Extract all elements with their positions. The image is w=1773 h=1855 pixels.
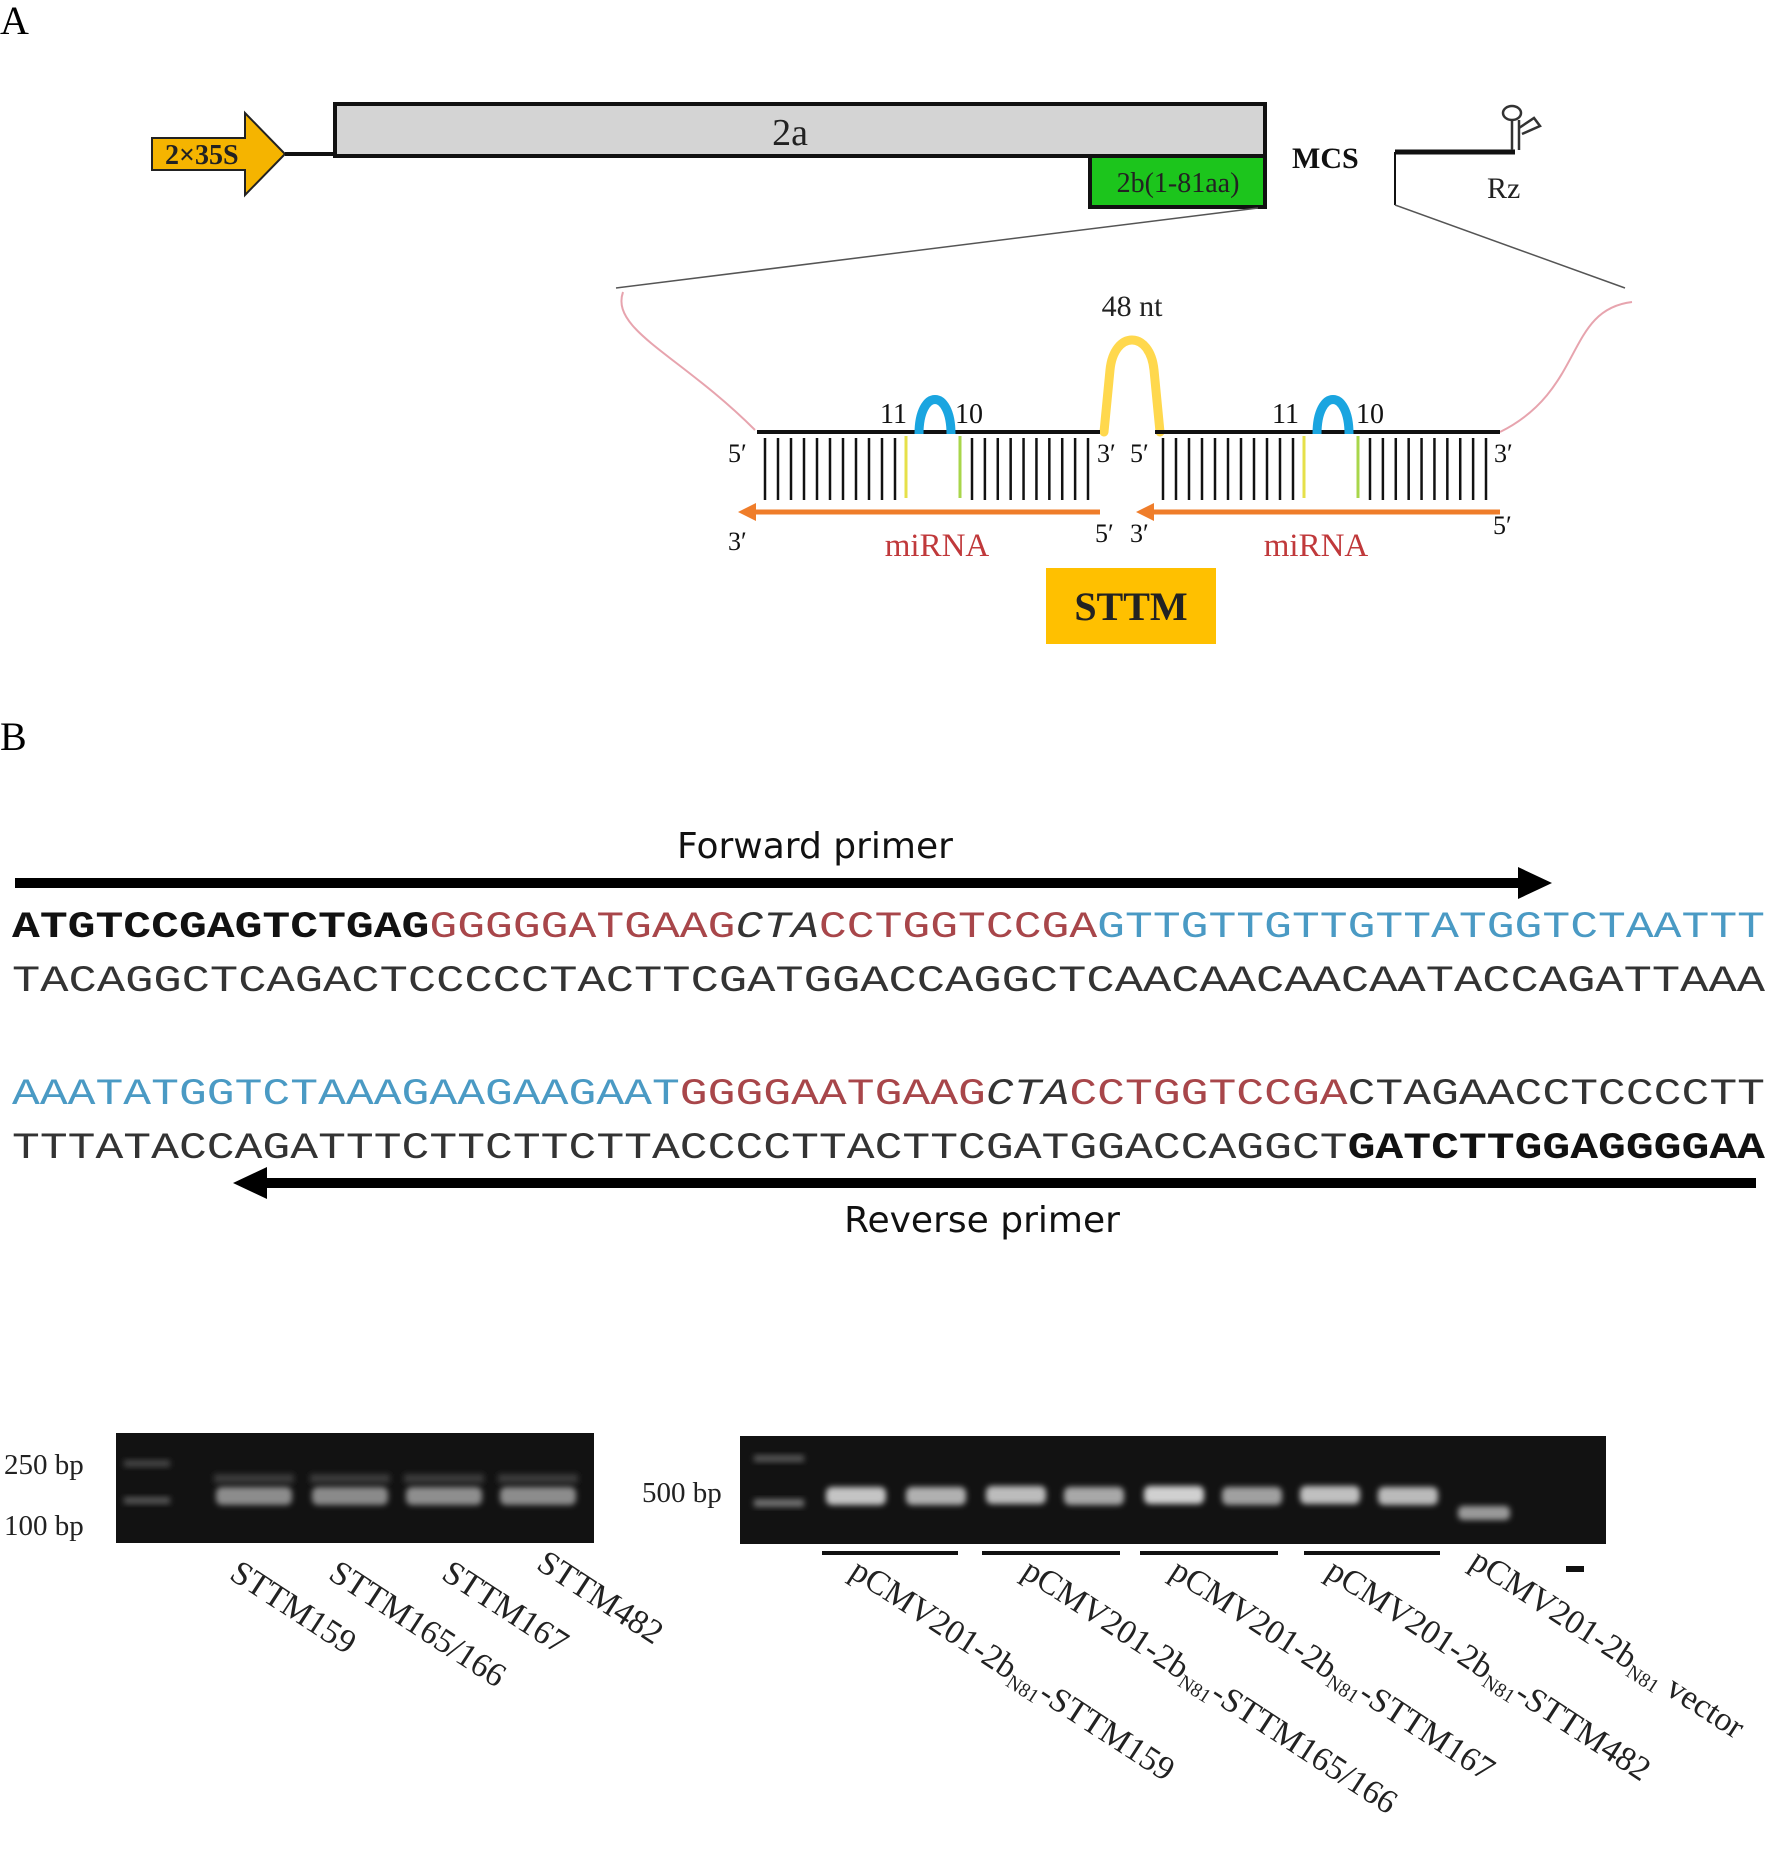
flank-curve-right	[1499, 301, 1633, 433]
mirna-arrowhead-left	[738, 503, 756, 521]
base-pairs-left-b	[970, 438, 1090, 500]
gene-2a-box	[333, 102, 1267, 158]
end-5-bottom-right: 5′	[1493, 511, 1512, 540]
gel-left	[116, 1433, 594, 1543]
reverse-primer-arrowhead	[233, 1167, 267, 1199]
end-3-bottom-left: 3′	[728, 527, 747, 556]
forward-primer-label: Forward primer	[677, 826, 953, 867]
sequence-row-4: TTTATACCAGATTTCTTCTTCTTACCCCTTACTTCGATGG…	[12, 1128, 1766, 1170]
band-sttm482	[500, 1487, 576, 1505]
ladder-band-500	[754, 1499, 804, 1507]
spacer-label: 48 nt	[1102, 290, 1164, 323]
band-faint	[214, 1474, 294, 1483]
lane-label-pcmv-sttm159: pCMV201-2bN81-STTM159	[842, 1552, 1181, 1792]
panel-a-label: A	[0, 0, 29, 43]
ladder-band-250	[124, 1460, 170, 1467]
band-vector	[1458, 1506, 1510, 1520]
band-159-a	[826, 1487, 886, 1505]
band-165-b	[1064, 1487, 1124, 1505]
band-sttm159	[216, 1487, 292, 1505]
band-sttm167	[406, 1487, 482, 1505]
mirna-arrowhead-right	[1136, 503, 1154, 521]
band-167-a	[1144, 1486, 1204, 1504]
sttm-unit-right: 11 10 5′ 3′ 3′ 5′ miRNA	[1130, 395, 1513, 564]
promoter-label: 2×35S	[165, 140, 239, 171]
band-faint	[404, 1474, 484, 1483]
gene-2b-box	[1088, 154, 1267, 209]
base-pairs-left-a	[763, 438, 897, 500]
end-3-top-right: 3′	[1494, 439, 1513, 468]
pos11-right: 11	[1272, 399, 1299, 430]
end-5-top-left: 5′	[728, 439, 747, 468]
end-5-bottom-left: 5′	[1095, 519, 1114, 548]
band-165-a	[986, 1486, 1046, 1504]
sttm-label: STTM	[1074, 584, 1187, 629]
end-3-top-left: 3′	[1097, 439, 1116, 468]
band-167-b	[1222, 1487, 1282, 1505]
end-3-bottom-right: 3′	[1130, 519, 1149, 548]
sequence-row-2: TACAGGCTCAGACTCCCCCTACTTCGATGGACCAGGCTCA…	[12, 961, 1766, 1003]
bulge-loop-right	[1312, 395, 1354, 435]
promoter-arrow	[151, 110, 287, 198]
panel-b-label: B	[0, 714, 27, 759]
forward-primer-arrowhead	[1518, 867, 1552, 899]
band-faint	[310, 1474, 390, 1483]
gene-2b-label: 2b(1-81aa)	[1117, 168, 1240, 199]
gene-2a-label: 2a	[772, 112, 808, 154]
mirna-label-right: miRNA	[1264, 528, 1369, 564]
band-159-b	[906, 1487, 966, 1505]
ladder-band-upper	[754, 1455, 804, 1462]
sttm-box	[1046, 568, 1216, 644]
marker-500bp: 500 bp	[642, 1477, 722, 1509]
ladder-band-100	[124, 1497, 170, 1504]
marker-100bp: 100 bp	[4, 1510, 84, 1542]
end-5-top-right: 5′	[1130, 439, 1149, 468]
band-sttm165-166	[312, 1487, 388, 1505]
sttm-unit-left: 11 10 5′ 3′ 3′ 5′ miRNA	[728, 395, 1116, 564]
band-482-a	[1300, 1486, 1360, 1504]
flank-curve-left	[620, 291, 756, 431]
marker-250bp: 250 bp	[4, 1449, 84, 1481]
mirna-label-left: miRNA	[885, 528, 990, 564]
lane-label-pcmv-vector: pCMV201-2bN81 vector	[1462, 1542, 1752, 1749]
gel-right	[740, 1436, 1606, 1544]
mcs-label: MCS	[1292, 142, 1359, 175]
band-482-b	[1378, 1487, 1438, 1505]
band-faint	[498, 1474, 578, 1483]
ribozyme-icon	[1501, 104, 1542, 150]
spacer-loop	[1099, 335, 1165, 437]
pos11-left: 11	[880, 399, 907, 430]
bulge-loop-left	[914, 395, 956, 435]
zoom-line-right	[1394, 204, 1626, 289]
pos10-right: 10	[1356, 399, 1384, 430]
negative-control-mark	[1566, 1566, 1584, 1572]
reverse-primer-label: Reverse primer	[844, 1200, 1120, 1241]
base-pairs-right-a	[1161, 438, 1295, 500]
ribozyme-label: Rz	[1487, 172, 1520, 205]
zoom-line-left	[615, 207, 1259, 289]
pos10-left: 10	[955, 399, 983, 430]
base-pairs-right-b	[1368, 438, 1488, 500]
